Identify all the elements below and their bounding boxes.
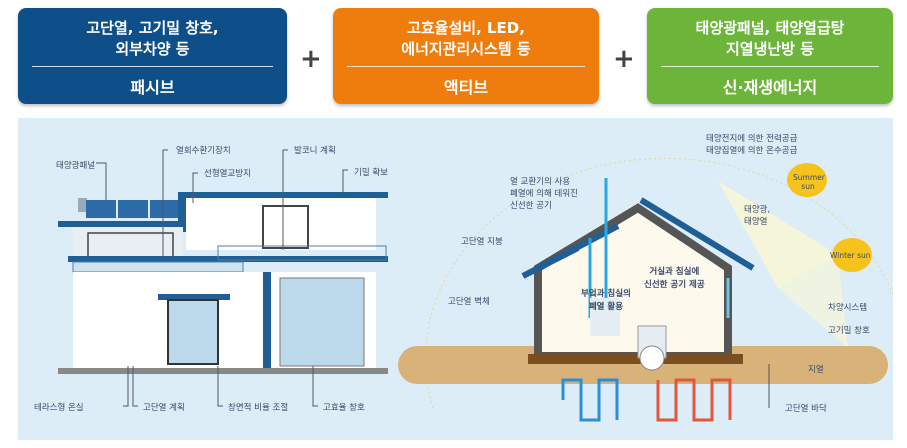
label-solar-power: 태양전지에 의한 전력공급 <box>706 134 798 144</box>
label-hi-eff-window: 고효율 창호 <box>323 403 365 413</box>
diagram-panel: 태양광패널 열회수환기장치 선형열교방지 발코니 계획 기밀 확보 테라스형 온… <box>18 118 893 440</box>
plus-sign: + <box>300 44 322 74</box>
passive-label: 패시브 <box>130 78 175 97</box>
active-label: 액티브 <box>443 78 489 97</box>
label-airtight-window: 고기밀 창호 <box>828 326 870 336</box>
leader-lines <box>96 149 348 407</box>
sun-path-arc <box>425 157 893 409</box>
divider <box>661 66 879 67</box>
active-card: 고효율설비, LED,에너지관리시스템 등 액티브 <box>333 8 599 104</box>
passive-description: 고단열, 고기밀 창호,외부차양 등 <box>86 19 219 58</box>
label-thermal-bridge: 선형열교방지 <box>204 169 251 179</box>
winter-sun <box>832 238 872 272</box>
label-geothermal: 지열 <box>808 365 824 375</box>
label-heat-recovery: 열회수환기장치 <box>176 146 231 156</box>
active-description: 고효율설비, LED,에너지관리시스템 등 <box>401 19 531 58</box>
label-wall: 고단열 벽체 <box>448 297 490 307</box>
label-window-ratio: 창면적 비율 조절 <box>228 403 289 413</box>
renewable-label: 신·재생에너지 <box>722 78 818 97</box>
label-shading: 차양시스템 <box>828 303 868 313</box>
passive-house-illustration <box>58 192 388 374</box>
renewable-house-illustration <box>398 157 893 422</box>
house-illustrations <box>58 149 893 422</box>
label-pv: 태양광,태양열 <box>744 205 771 227</box>
label-summer-sun: Summer sun <box>793 173 825 191</box>
summer-sun <box>787 163 827 197</box>
divider <box>32 66 273 67</box>
label-terrace: 테라스형 온실 <box>34 403 84 413</box>
label-winter-sun: Winter sun <box>830 251 871 260</box>
label-solar-panel: 태양광패널 <box>56 161 96 171</box>
label-airtight: 기밀 확보 <box>354 168 388 178</box>
label-floor: 고단열 바닥 <box>785 404 827 414</box>
passive-card: 고단열, 고기밀 창호,외부차양 등 패시브 <box>18 8 287 104</box>
label-insulation-plan: 고단열 계획 <box>143 403 185 413</box>
label-balcony: 발코니 계획 <box>294 146 336 156</box>
divider <box>347 66 585 67</box>
plus-sign: + <box>613 44 635 74</box>
label-roof: 고단열 지붕 <box>461 237 503 247</box>
label-solar-hotwater: 태양집열에 의한 온수공급 <box>706 146 798 156</box>
